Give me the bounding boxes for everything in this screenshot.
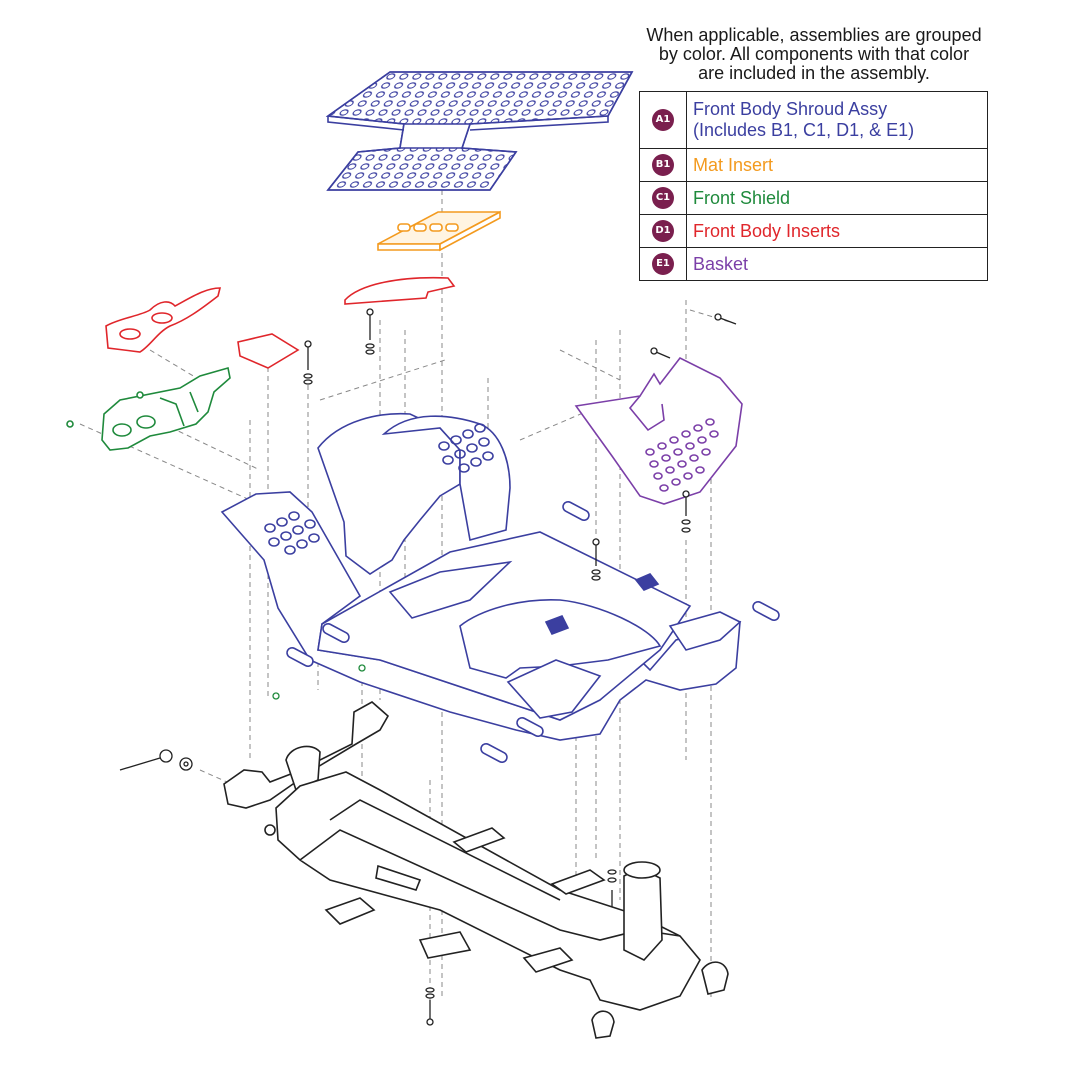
parts-legend: A1 Front Body Shroud Assy (Includes B1, …: [639, 91, 988, 281]
front-body-shroud-part: [220, 412, 780, 764]
front-body-inserts-part: [105, 276, 456, 369]
legend-label-d1: Front Body Inserts: [693, 220, 841, 241]
note-line-3: are included in the assembly.: [698, 63, 930, 83]
scooter-frame: [223, 701, 729, 1039]
hardware-fasteners: [119, 308, 737, 1026]
legend-badge-a1: A1: [652, 109, 674, 131]
legend-row-d1: D1 Front Body Inserts: [639, 214, 988, 248]
assembly-note: When applicable, assemblies are grouped …: [612, 26, 1016, 83]
legend-row-b1: B1 Mat Insert: [639, 148, 988, 182]
legend-badge-b1: B1: [652, 154, 674, 176]
legend-row-e1: E1 Basket: [639, 247, 988, 281]
front-shield-part: [66, 366, 231, 451]
legend-badge-c1: C1: [652, 187, 674, 209]
legend-badge-d1: D1: [652, 220, 674, 242]
basket-part: [574, 356, 743, 505]
legend-label-c1: Front Shield: [693, 187, 791, 208]
mat-insert-part: [377, 210, 501, 252]
legend-sublabel-a1: (Includes B1, C1, D1, & E1): [693, 120, 915, 140]
note-line-2: by color. All components with that color: [658, 44, 970, 64]
note-line-1: When applicable, assemblies are grouped: [646, 25, 982, 45]
legend-row-c1: C1 Front Shield: [639, 181, 988, 215]
legend-label-b1: Mat Insert: [693, 154, 774, 175]
legend-badge-e1: E1: [652, 253, 674, 275]
legend-label-a1: Front Body Shroud Assy: [693, 99, 888, 119]
legend-row-a1: A1 Front Body Shroud Assy (Includes B1, …: [639, 91, 988, 149]
legend-label-e1: Basket: [693, 253, 749, 274]
top-cover-part: [325, 71, 634, 191]
